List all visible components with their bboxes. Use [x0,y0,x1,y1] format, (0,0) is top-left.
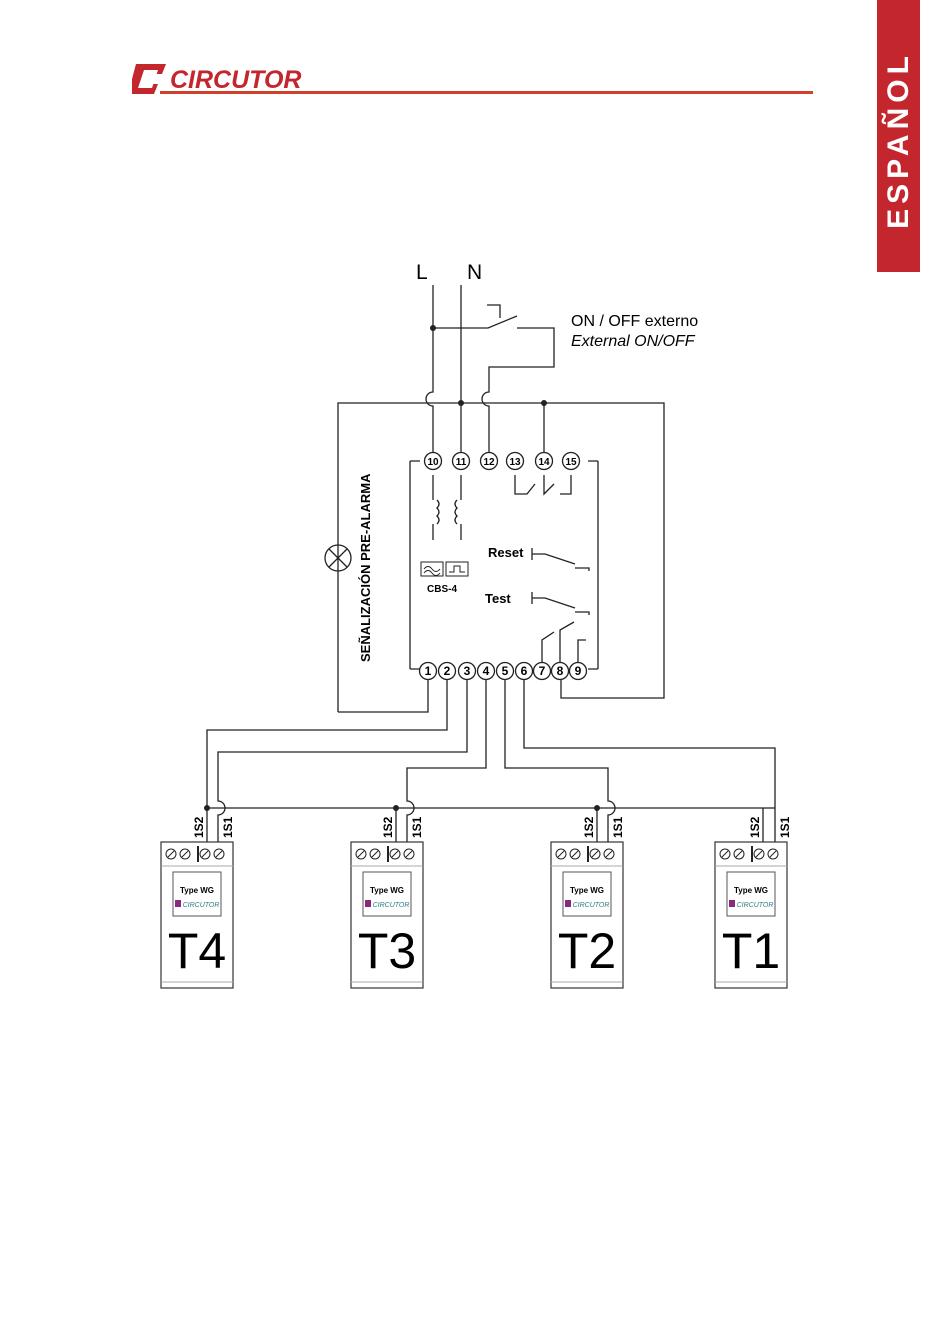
relay-contacts-top [515,475,571,494]
terminal-1S2-label: 1S2 [192,816,206,838]
terminal-1S1-label: 1S1 [611,816,625,838]
pulse-icon [446,562,468,576]
terminal-12: 12 [481,453,498,470]
transformer-type: Type WG [370,886,404,895]
terminal-1S2-label: 1S2 [582,816,596,838]
terminal-label: 6 [521,664,528,678]
wire-T1-1S1 [524,679,775,842]
terminal-1S1-label: 1S1 [221,816,235,838]
test-switch [532,592,589,615]
reset-label: Reset [488,545,524,560]
secondary-bus-1S2 [207,679,775,808]
differential-icon [421,562,443,576]
terminal-2: 2 [439,663,456,680]
terminal-3: 3 [459,663,476,680]
terminal-label: 10 [427,457,439,468]
wire-T2-1S1 [505,679,615,842]
terminal-5: 5 [497,663,514,680]
terminal-1: 1 [420,663,437,680]
terminal-label: 11 [456,457,467,468]
terminal-14: 14 [536,453,553,470]
terminal-10: 10 [425,453,442,470]
transformer-brand: CIRCUTOR [373,902,410,909]
terminal-4: 4 [478,663,495,680]
top-terminal-block: 10 11 12 13 14 15 [425,453,580,470]
transformer-brand: CIRCUTOR [573,902,610,909]
terminal-label: 8 [557,664,564,678]
transformer-t2: Type WG CIRCUTOR T2 1S2 1S1 [551,816,625,988]
cbs4-device-outline [410,461,598,669]
transformer-type: Type WG [734,886,768,895]
terminal-7: 7 [534,663,551,680]
transformer-name: T3 [358,923,416,979]
transformer-name: T2 [558,923,616,979]
label-N: N [467,261,482,284]
terminal-1S1-label: 1S1 [778,816,792,838]
onoff-switch [433,316,554,455]
terminal-9: 9 [570,663,587,680]
onoff-label-en: External ON/OFF [571,333,696,350]
transformer-brand: CIRCUTOR [737,902,774,909]
transformer-brand: CIRCUTOR [183,902,220,909]
transformer-t1: Type WG CIRCUTOR T1 1S2 1S1 [715,816,792,988]
transformer-name: T1 [722,923,780,979]
terminal-label: 14 [538,457,550,468]
terminal-label: 4 [483,664,490,678]
transformer-type: Type WG [180,886,214,895]
transformer-t4: Type WG CIRCUTOR T4 1S2 1S1 [161,816,235,988]
transformer-name: T4 [168,923,226,979]
terminal-15: 15 [563,453,580,470]
onoff-label-es: ON / OFF externo [571,313,698,330]
device-model: CBS-4 [427,584,457,595]
wire-T4-1S1 [218,679,467,842]
test-label: Test [485,591,511,606]
input-transformer [433,475,461,540]
reset-switch [532,548,589,571]
terminal-11: 11 [453,453,470,470]
transformer-t3: Type WG CIRCUTOR T3 1S2 1S1 [351,816,424,988]
transformer-type: Type WG [570,886,604,895]
terminal-13: 13 [507,453,524,470]
terminal-1S2-label: 1S2 [748,816,762,838]
relay-contacts-bottom [542,622,586,664]
line-L-wire [426,285,433,455]
terminal-8: 8 [552,663,569,680]
terminal-label: 1 [425,664,432,678]
terminal-label: 13 [509,457,521,468]
terminal-label: 5 [502,664,509,678]
terminal-label: 7 [539,664,546,678]
label-L: L [416,261,428,284]
terminal-6: 6 [516,663,533,680]
terminal-label: 12 [483,457,495,468]
terminal-1S1-label: 1S1 [410,816,424,838]
terminal-label: 3 [464,664,471,678]
terminal-label: 2 [444,664,451,678]
terminal-1S2-label: 1S2 [381,816,395,838]
terminal-label: 15 [565,457,577,468]
prealarm-label: SEÑALIZACIÓN PRE-ALARMA [358,473,373,662]
terminal-label: 9 [575,664,582,678]
